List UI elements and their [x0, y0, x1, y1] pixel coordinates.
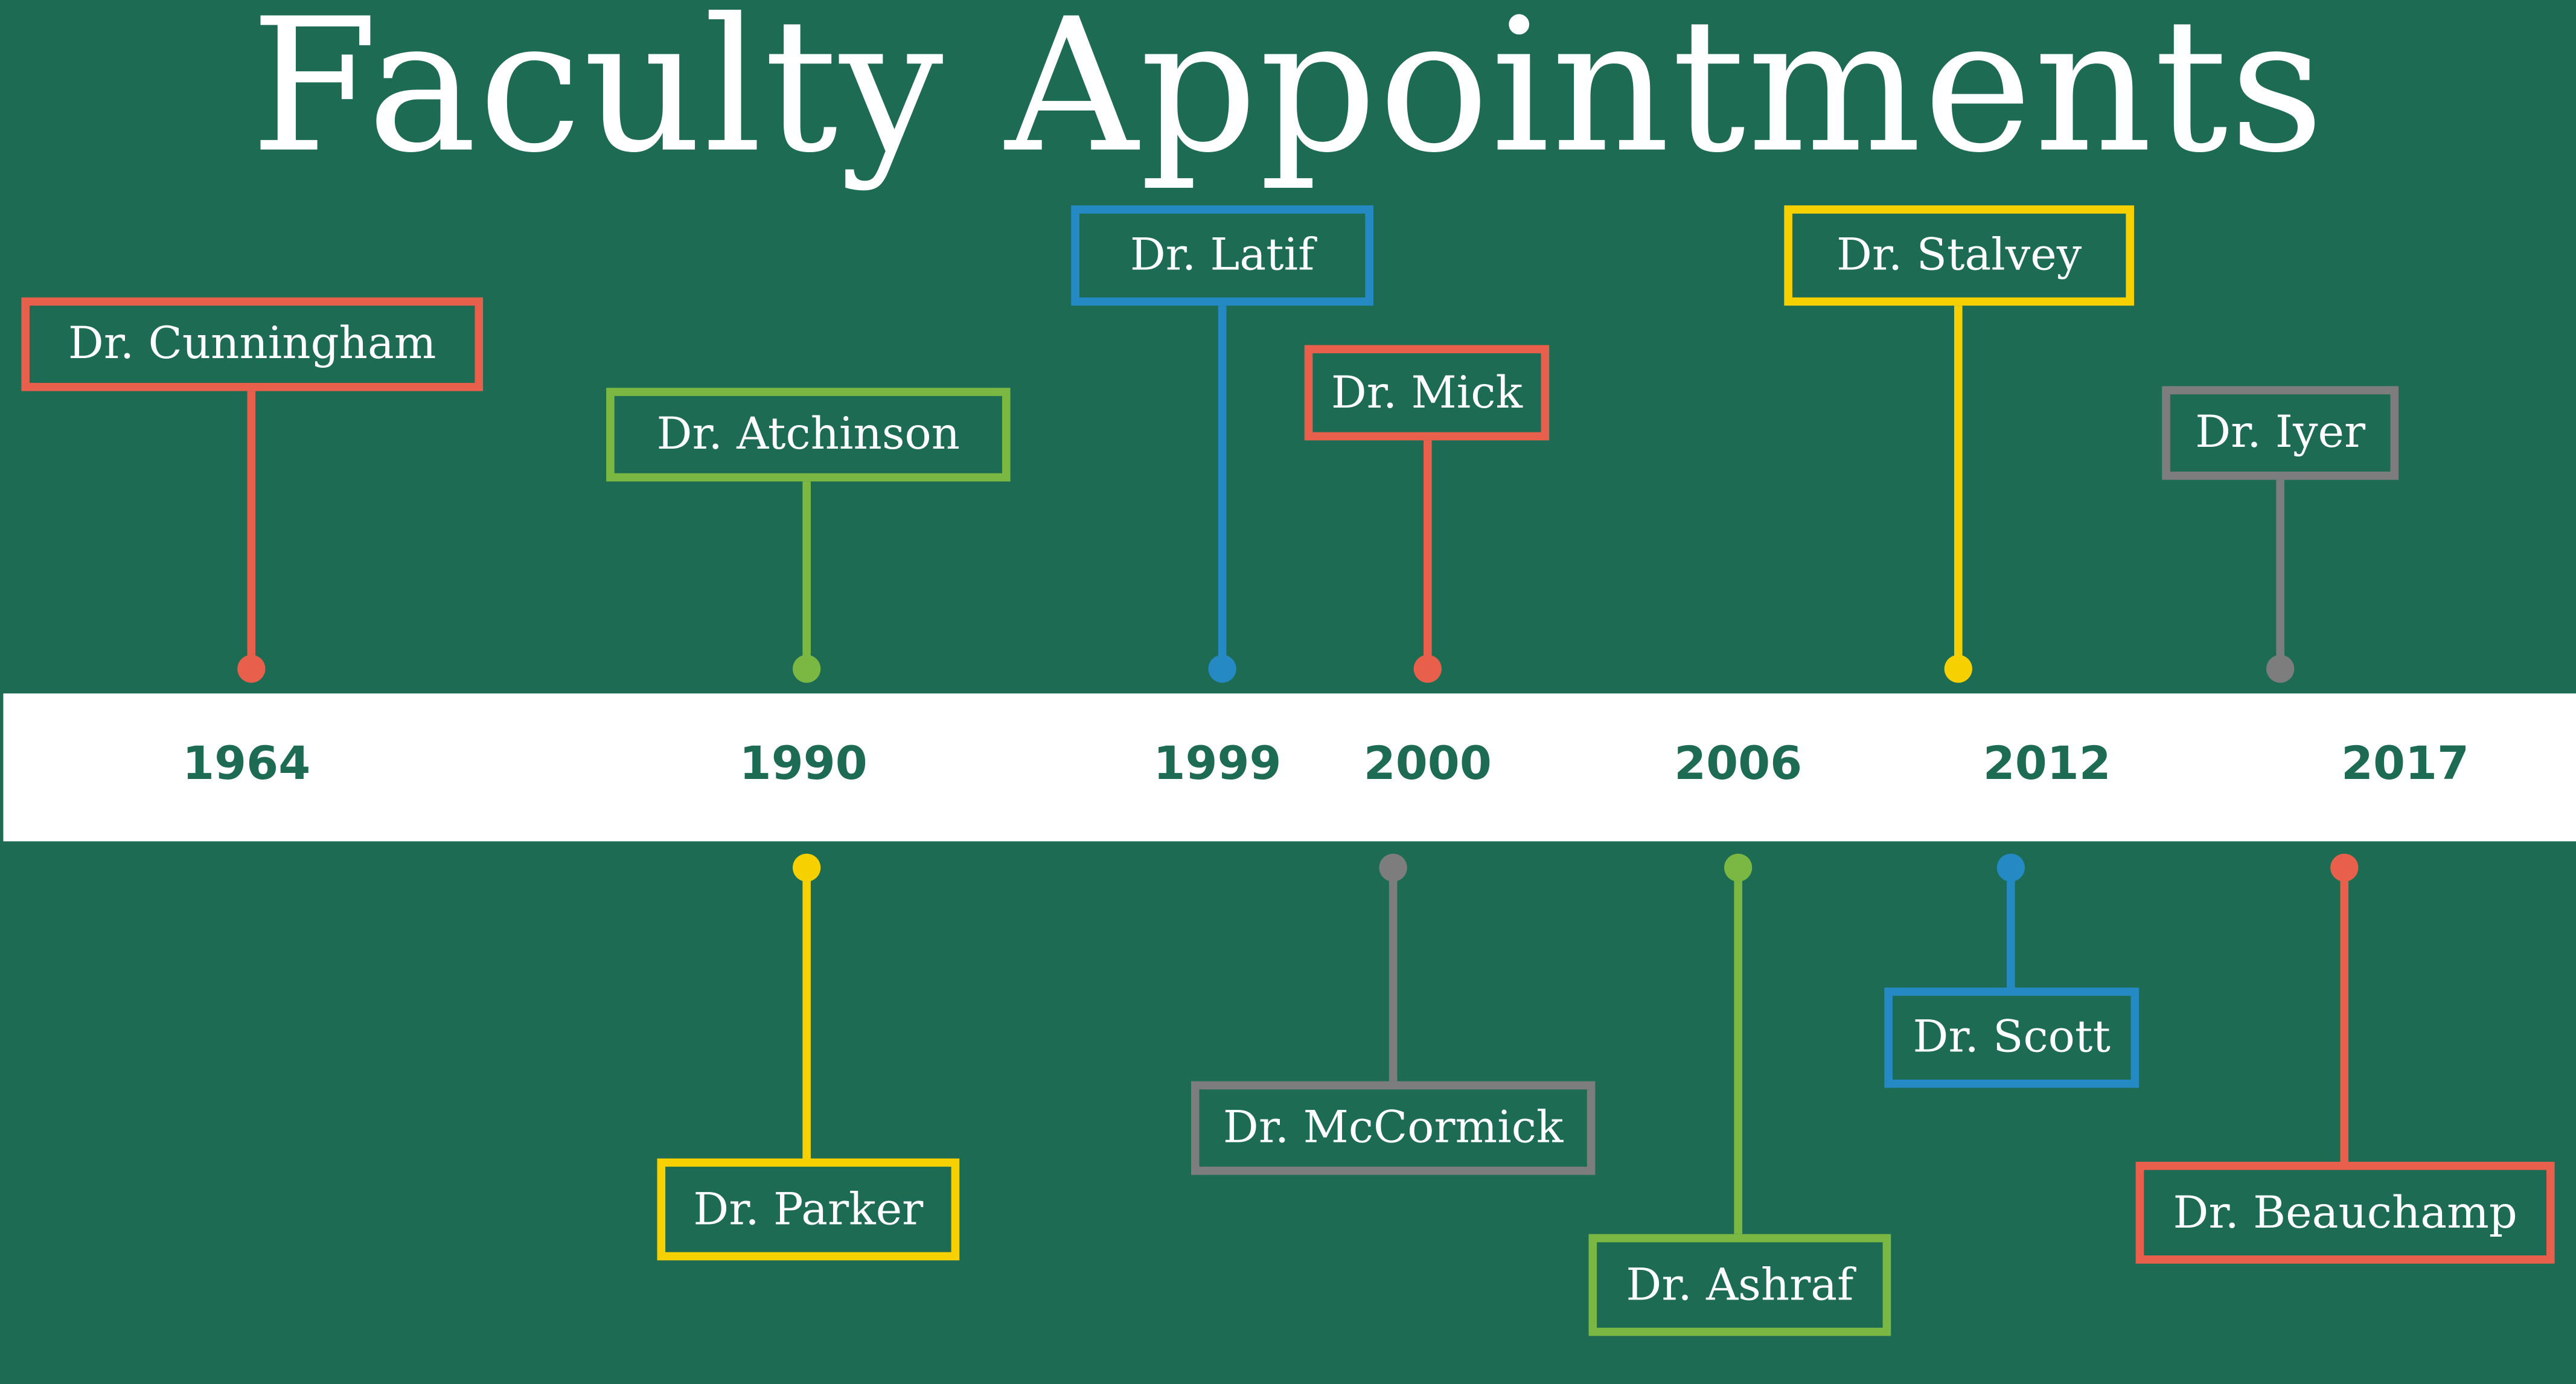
- year-label: 2006: [1674, 736, 1803, 790]
- connector-line: [802, 867, 811, 1159]
- timeline-dot: [1208, 655, 1236, 683]
- year-label: 2017: [2341, 736, 2470, 790]
- connector-line: [2340, 867, 2349, 1162]
- faculty-name: Dr. Beauchamp: [2173, 1187, 2517, 1238]
- faculty-name: Dr. Atchinson: [656, 409, 960, 460]
- year-label: 1964: [182, 736, 311, 790]
- timeline-dot: [1413, 655, 1442, 683]
- faculty-name: Dr. Iyer: [2195, 407, 2366, 459]
- faculty-label-box: Dr. McCormick: [1191, 1081, 1596, 1175]
- faculty-label-box: Dr. Latif: [1071, 205, 1374, 306]
- year-label: 1990: [739, 736, 868, 790]
- timeline-dot: [793, 655, 821, 683]
- year-label: 1999: [1153, 736, 1282, 790]
- faculty-name: Dr. Cunningham: [68, 318, 436, 370]
- faculty-label-box: Dr. Beauchamp: [2135, 1161, 2555, 1264]
- timeline-band: [3, 693, 2576, 842]
- connector-line: [1424, 440, 1432, 669]
- connector-line: [1389, 867, 1398, 1081]
- faculty-label-box: Dr. Scott: [1884, 987, 2140, 1088]
- faculty-label-box: Dr. Parker: [657, 1158, 960, 1261]
- faculty-label-box: Dr. Stalvey: [1784, 205, 2134, 306]
- connector-line: [1218, 306, 1227, 669]
- faculty-label-box: Dr. Ashraf: [1588, 1234, 1891, 1336]
- faculty-label-box: Dr. Mick: [1304, 345, 1550, 441]
- faculty-name: Dr. Mick: [1331, 367, 1523, 418]
- page-title: Faculty Appointments: [250, 0, 2326, 194]
- faculty-label-box: Dr. Cunningham: [21, 297, 484, 391]
- faculty-name: Dr. Ashraf: [1626, 1259, 1854, 1311]
- faculty-name: Dr. McCormick: [1222, 1102, 1564, 1154]
- connector-line: [1954, 306, 1963, 669]
- timeline-dot: [237, 655, 266, 683]
- timeline-dot: [2266, 655, 2295, 683]
- timeline-dot: [2330, 853, 2359, 882]
- timeline-dot: [793, 853, 821, 882]
- year-label: 2000: [1363, 736, 1492, 790]
- connector-line: [2276, 479, 2284, 669]
- timeline-dot: [1724, 853, 1753, 882]
- faculty-label-box: Dr. Atchinson: [606, 388, 1011, 482]
- connector-line: [1734, 867, 1742, 1234]
- timeline-dot: [1379, 853, 1407, 882]
- connector-line: [2007, 867, 2015, 988]
- connector-line: [802, 481, 811, 669]
- faculty-label-box: Dr. Iyer: [2162, 386, 2399, 480]
- faculty-name: Dr. Scott: [1913, 1012, 2111, 1063]
- faculty-name: Dr. Parker: [693, 1184, 924, 1235]
- connector-line: [247, 391, 256, 669]
- faculty-name: Dr. Latif: [1130, 229, 1315, 281]
- faculty-name: Dr. Stalvey: [1836, 229, 2082, 281]
- year-label: 2012: [1983, 736, 2111, 790]
- timeline-dot: [1944, 655, 1972, 683]
- timeline-dot: [1996, 853, 2025, 882]
